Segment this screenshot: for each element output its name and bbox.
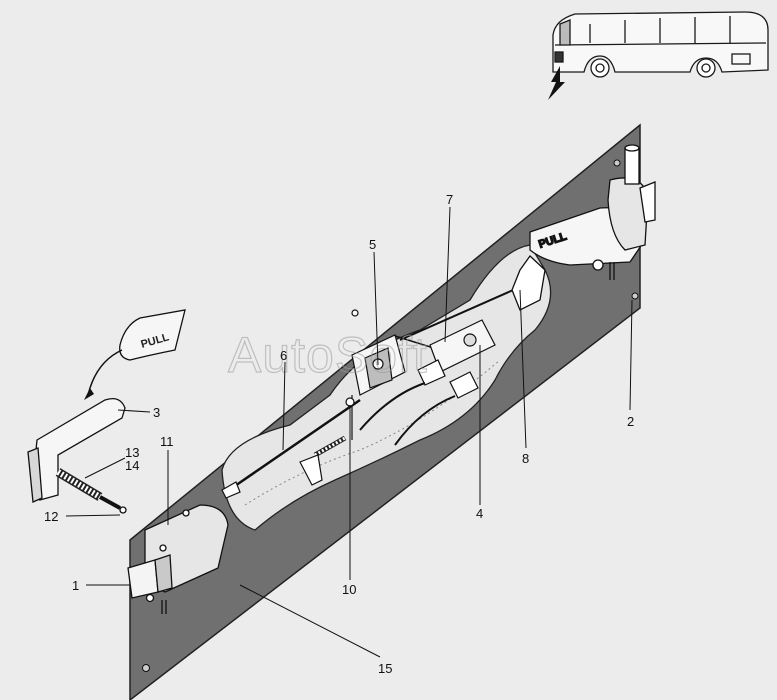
callout-8: 8 — [522, 451, 529, 466]
callout-10: 10 — [342, 582, 356, 597]
callout-2: 2 — [627, 414, 634, 429]
callout-4: 4 — [476, 506, 483, 521]
callout-13: 13 — [125, 445, 139, 460]
handle-exploded-parts — [27, 397, 127, 514]
callout-14: 14 — [125, 458, 139, 473]
location-arrow-icon — [548, 66, 565, 100]
curved-arrow-icon — [87, 349, 123, 396]
callout-15: 15 — [378, 661, 392, 676]
callout-labels: 1 2 3 4 5 6 7 8 10 11 12 13 14 15 — [44, 192, 634, 676]
watermark-text: AutoSoft — [228, 327, 428, 383]
spring-part — [55, 468, 121, 510]
lower-handle-assembly — [127, 504, 229, 614]
callout-11: 11 — [160, 434, 174, 449]
callout-7: 7 — [446, 192, 453, 207]
callout-6: 6 — [280, 348, 287, 363]
linkage-mechanism — [221, 286, 521, 499]
pull-badge-upper: PULL — [119, 309, 186, 361]
bus-locator-illustration — [552, 11, 769, 78]
callout-12: 12 — [44, 509, 58, 524]
callout-5: 5 — [369, 237, 376, 252]
callout-3: 3 — [153, 405, 160, 420]
callout-1: 1 — [72, 578, 79, 593]
leader-lines — [65, 206, 633, 658]
door-panel — [129, 123, 641, 700]
